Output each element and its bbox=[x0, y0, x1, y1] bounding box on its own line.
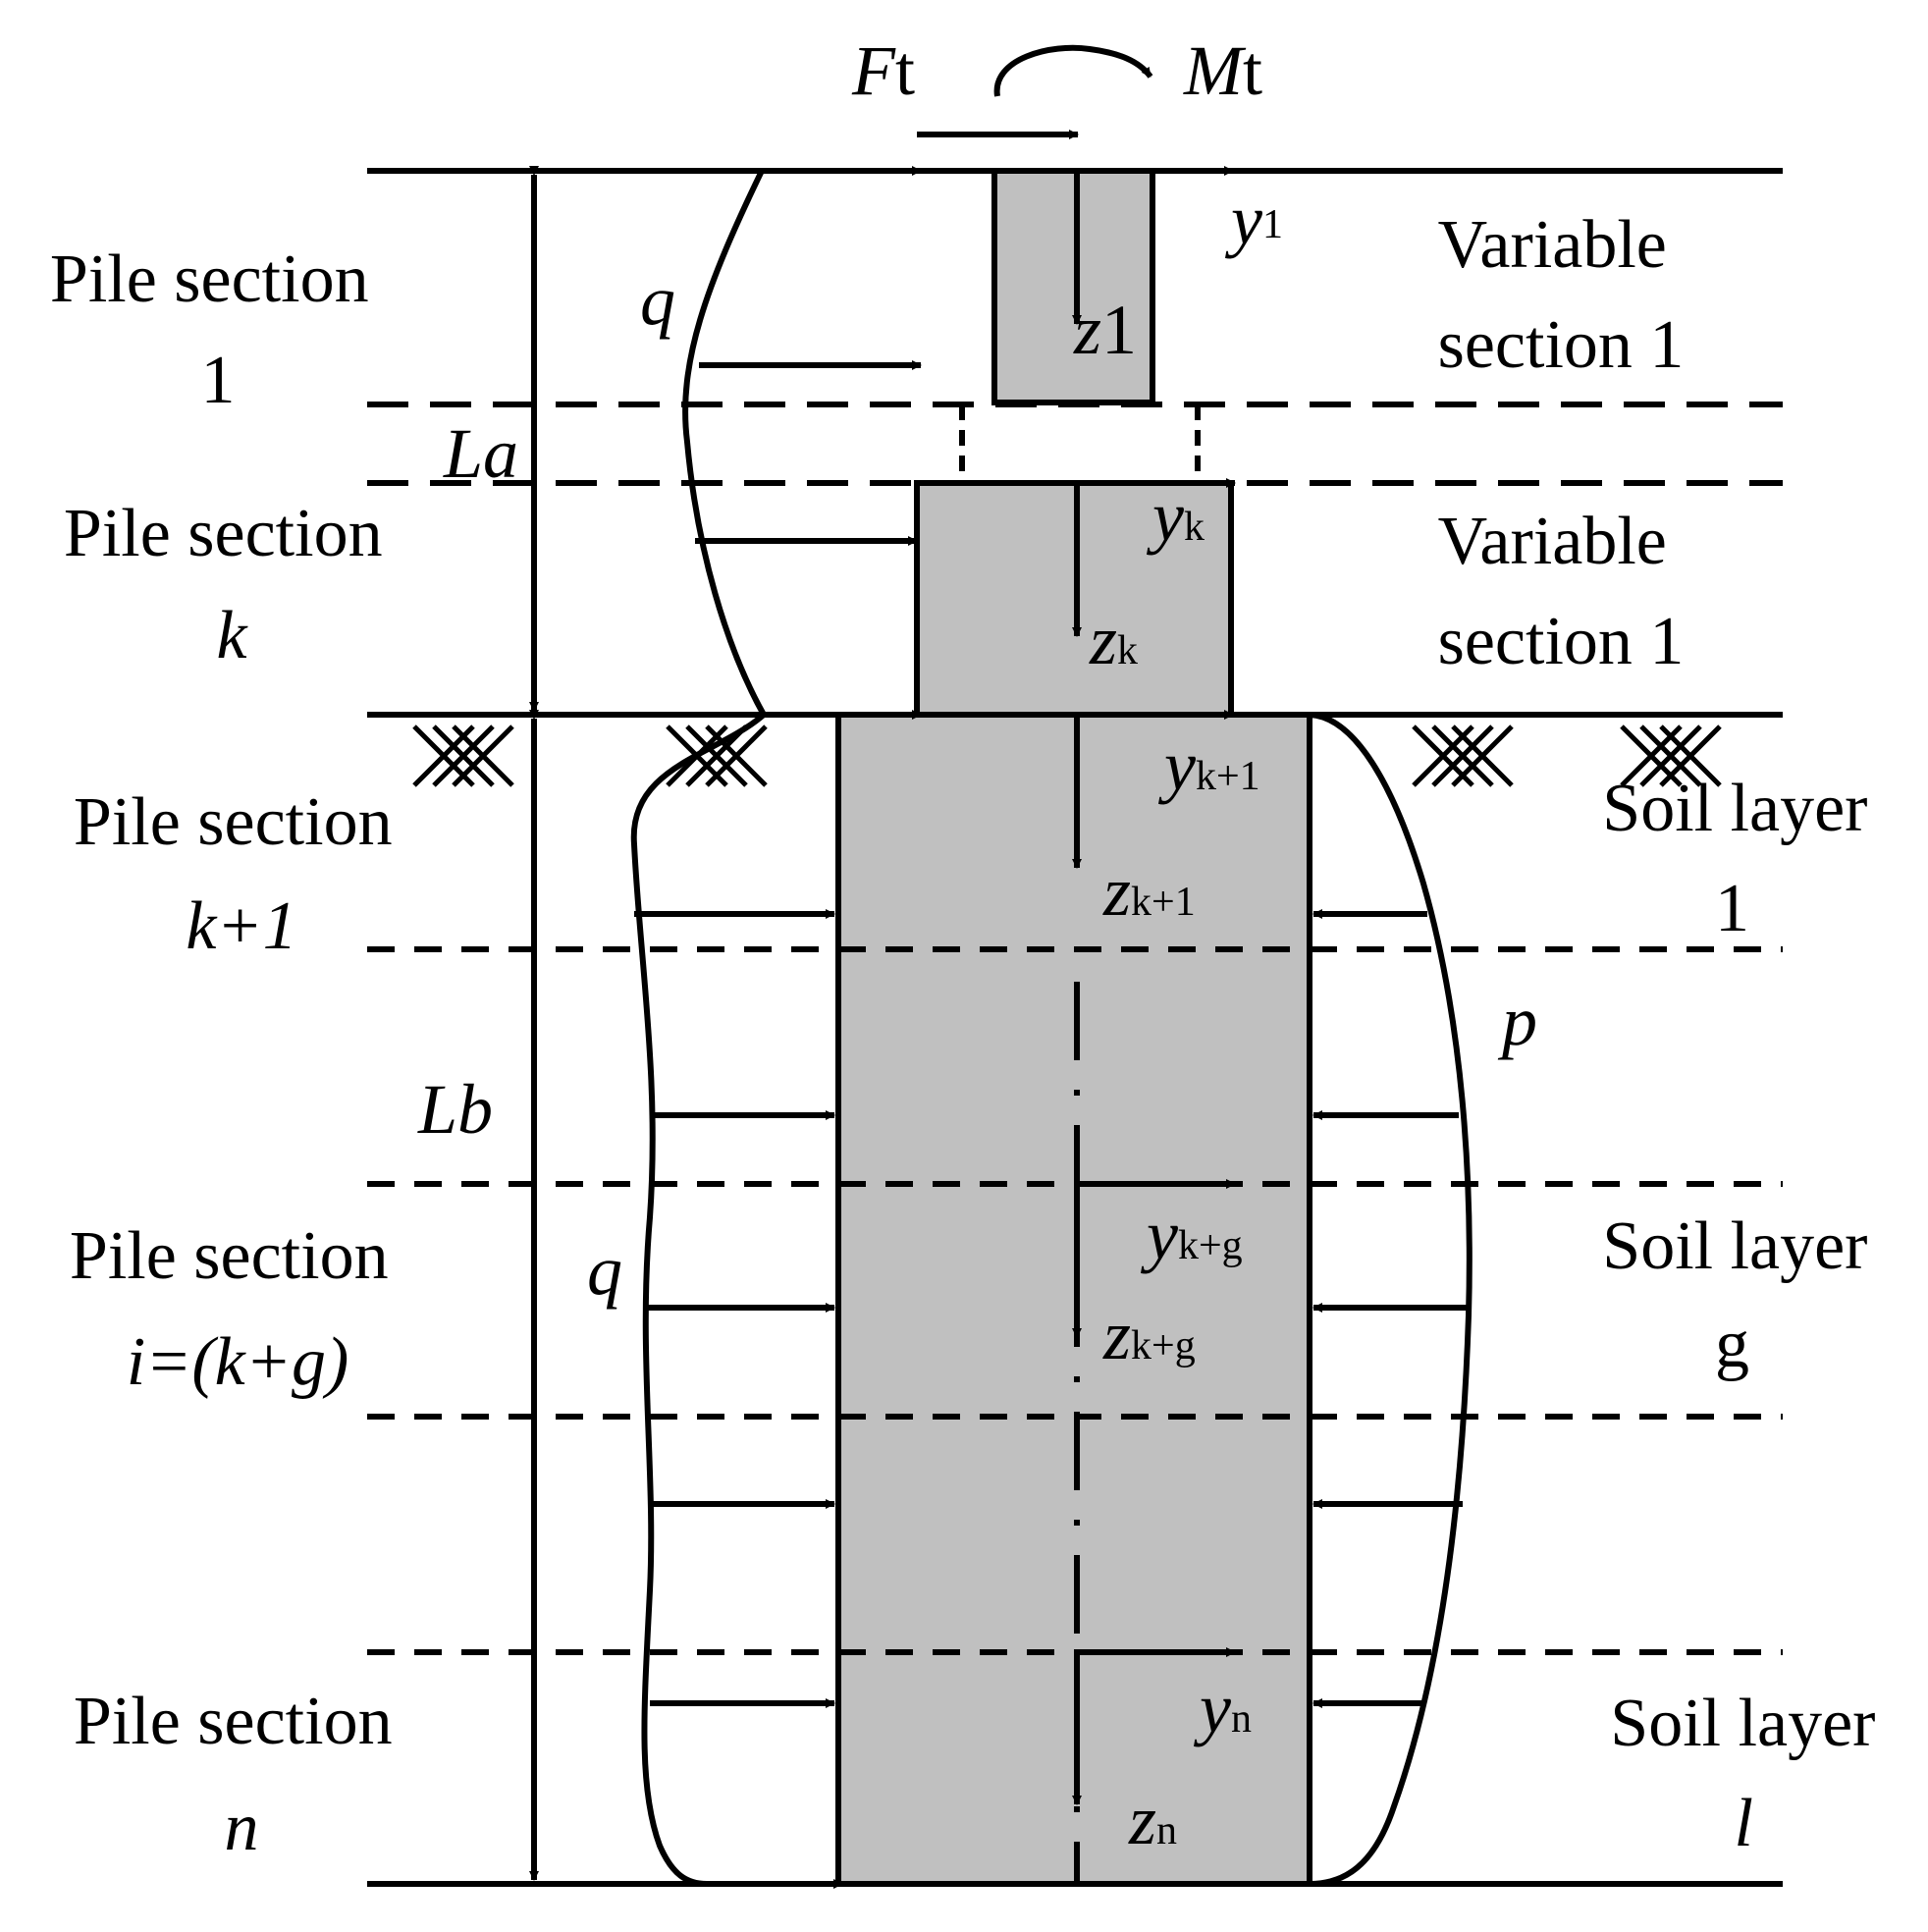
p-resistance-curve bbox=[1309, 712, 1473, 1887]
symbol-y1: y1 bbox=[1224, 181, 1283, 259]
symbol-La: La bbox=[443, 414, 518, 493]
label-pile-section-i: Pile section i=(k+g) bbox=[70, 1218, 405, 1400]
label-pile-section-n: Pile section n bbox=[74, 1684, 409, 1865]
symbol-zkg: zk+g bbox=[1102, 1296, 1196, 1374]
label-soil-layer-1: Soil layer 1 bbox=[1602, 771, 1885, 946]
symbol-yk1: yk+1 bbox=[1157, 726, 1260, 805]
label-variable-section-b: Variable section 1 bbox=[1438, 504, 1685, 679]
label-pile-section-k: Pile section k bbox=[64, 496, 400, 673]
symbol-zk: zk bbox=[1089, 601, 1138, 679]
pile-upper-section bbox=[991, 168, 1155, 405]
label-variable-section-a: Variable section 1 bbox=[1438, 207, 1685, 383]
symbol-yk: yk bbox=[1146, 477, 1205, 556]
label-soil-layer-l: Soil layer l bbox=[1610, 1686, 1893, 1861]
label-pile-section-1: Pile section 1 bbox=[50, 242, 386, 418]
symbol-zn: zn bbox=[1128, 1781, 1177, 1859]
symbol-q-upper: q bbox=[640, 261, 675, 340]
symbol-yn: yn bbox=[1193, 1669, 1252, 1747]
label-pile-section-k1: Pile section k+1 bbox=[74, 784, 409, 964]
symbol-Mt: Mt bbox=[1183, 31, 1262, 110]
ground-hatch-4 bbox=[1620, 724, 1722, 787]
Mt-moment-arrow bbox=[993, 44, 1153, 97]
symbol-q-lower: q bbox=[587, 1231, 622, 1310]
symbol-Lb: Lb bbox=[417, 1070, 493, 1149]
ground-hatch-3 bbox=[1412, 724, 1514, 787]
symbol-ykg: yk+g bbox=[1140, 1196, 1243, 1274]
ground-hatch-2 bbox=[666, 724, 768, 787]
symbol-Ft: Ft bbox=[851, 31, 915, 110]
symbol-p: p bbox=[1497, 982, 1537, 1060]
label-soil-layer-g: Soil layer g bbox=[1602, 1208, 1885, 1382]
q-load-curve-lower bbox=[630, 712, 766, 1887]
symbol-zk1: zk+1 bbox=[1102, 852, 1196, 931]
ground-hatch-1 bbox=[412, 724, 514, 787]
q-load-curve-upper bbox=[682, 169, 767, 717]
symbol-z1: z1 bbox=[1073, 291, 1137, 369]
